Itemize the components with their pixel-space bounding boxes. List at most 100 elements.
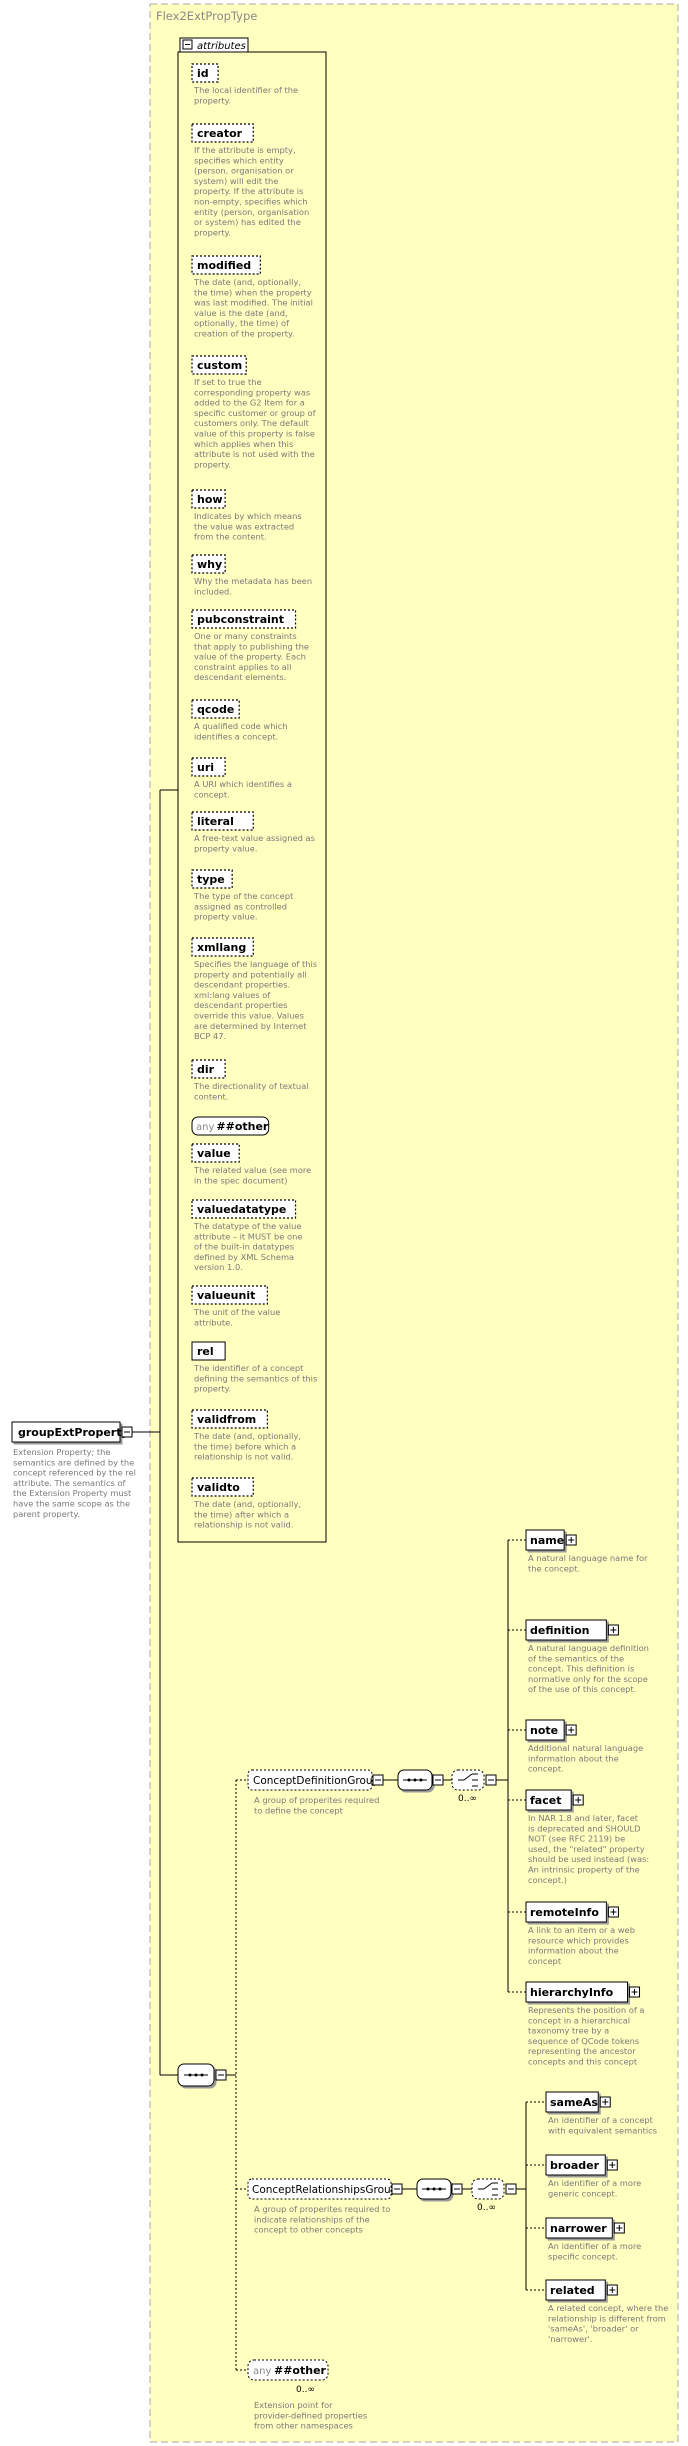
- attribute-label: dir: [197, 1063, 215, 1076]
- expand-icon[interactable]: [391, 2183, 403, 2195]
- element-remoteInfo[interactable]: remoteInfo: [525, 1901, 619, 1923]
- attribute-label: how: [197, 493, 223, 506]
- attribute-value[interactable]: value: [191, 1143, 240, 1163]
- attribute-validto[interactable]: validto: [191, 1477, 254, 1497]
- description-line: content.: [194, 1091, 228, 1101]
- concept-definition-group-label: ConceptDefinitionGroup: [253, 1775, 380, 1787]
- root-element-groupExtProperty[interactable]: groupExtProperty: [11, 1421, 133, 1443]
- attribute-label: xmllang: [197, 941, 246, 954]
- description-line: should be used instead (was:: [528, 1854, 649, 1864]
- crg-choice-compositor[interactable]: 0..∞: [471, 2178, 517, 2213]
- crg-cardinality: 0..∞: [477, 2203, 496, 2213]
- expand-icon[interactable]: [606, 2159, 618, 2171]
- description-line: specific concept.: [548, 2251, 618, 2261]
- description-line: creation of the property.: [194, 329, 294, 339]
- description-line: normative only for the scope: [528, 1674, 648, 1684]
- element-definition[interactable]: definition: [525, 1619, 619, 1641]
- description-line: concept referenced by the rel: [13, 1468, 136, 1478]
- attribute-valueunit[interactable]: valueunit: [191, 1285, 268, 1305]
- any-other-wildcard[interactable]: any ##other 0..∞: [247, 2359, 329, 2395]
- attribute-description: The date (and, optionally,the time) afte…: [193, 1499, 301, 1530]
- description-line: the time) after which a: [194, 1509, 289, 1519]
- concept-relationships-group[interactable]: ConceptRelationshipsGroup: [247, 2178, 403, 2200]
- description-line: concept.: [528, 1764, 564, 1774]
- element-broader[interactable]: broader: [545, 2154, 618, 2176]
- attribute-label: custom: [197, 359, 242, 372]
- description-line: The related value (see more: [193, 1165, 311, 1175]
- attribute-creator[interactable]: creator: [191, 123, 254, 143]
- attribute-label: validto: [197, 1481, 240, 1494]
- description-line: with equivalent semantics: [548, 2125, 657, 2135]
- expand-icon[interactable]: [599, 2096, 611, 2108]
- sequence-connectors: [226, 1779, 248, 2371]
- attribute-other[interactable]: any##other: [191, 1116, 270, 1136]
- concept-definition-group[interactable]: ConceptDefinitionGroup: [247, 1769, 384, 1791]
- expand-icon[interactable]: [607, 1624, 619, 1636]
- expand-icon[interactable]: [607, 1906, 619, 1918]
- attribute-how[interactable]: how: [191, 489, 226, 509]
- element-facet[interactable]: facet: [525, 1789, 584, 1811]
- description-line: descendant properties.: [194, 980, 290, 990]
- description-line: property.: [194, 227, 231, 237]
- attribute-valuedatatype[interactable]: valuedatatype: [191, 1199, 297, 1219]
- element-hierarchyInfo[interactable]: hierarchyInfo: [525, 1981, 641, 2003]
- description-line: property value.: [194, 843, 257, 853]
- description-line: An identifier of a more: [548, 2241, 641, 2251]
- description-line: of the built-in datatypes: [194, 1242, 294, 1252]
- description-line: A free-text value assigned as: [194, 833, 315, 843]
- expand-collapse-icon[interactable]: [121, 1426, 133, 1438]
- attribute-type[interactable]: type: [191, 869, 233, 889]
- expand-icon[interactable]: [372, 1774, 384, 1786]
- description-line: value of this property is false: [194, 429, 315, 439]
- attributes-title: attributes: [197, 41, 246, 52]
- attribute-dir[interactable]: dir: [191, 1059, 226, 1079]
- attribute-why[interactable]: why: [191, 554, 226, 574]
- expand-icon[interactable]: [629, 1986, 641, 1998]
- description-line: relationship is not valid.: [194, 1520, 293, 1530]
- expand-icon[interactable]: [606, 2284, 618, 2296]
- cdg-sequence-compositor[interactable]: [383, 1769, 452, 1791]
- attribute-pubconstraint[interactable]: pubconstraint: [191, 609, 297, 629]
- description-line: property.: [194, 459, 231, 469]
- cdg-choice-compositor[interactable]: 0..∞: [451, 1769, 497, 1804]
- concept-relationships-group-label: ConceptRelationshipsGroup: [252, 2184, 398, 2196]
- attribute-validfrom[interactable]: validfrom: [191, 1409, 268, 1429]
- sequence-compositor[interactable]: [177, 2063, 227, 2087]
- expand-icon[interactable]: [565, 1534, 577, 1546]
- expand-icon[interactable]: [613, 2222, 625, 2234]
- attribute-custom[interactable]: custom: [191, 355, 247, 375]
- description-line: A URI which identifies a: [194, 779, 292, 789]
- crg-child-connectors: [516, 2101, 546, 2291]
- collapse-icon[interactable]: [182, 39, 193, 50]
- description-line: the time) when the property: [194, 287, 312, 297]
- attribute-uri[interactable]: uri: [191, 757, 226, 777]
- attribute-qcode[interactable]: qcode: [191, 699, 240, 719]
- attribute-modified[interactable]: modified: [191, 255, 261, 275]
- element-note[interactable]: note: [525, 1719, 577, 1741]
- description-line: of the semantics of the: [528, 1653, 624, 1663]
- element-related[interactable]: related: [545, 2279, 618, 2301]
- description-line: sequence of QCode tokens: [528, 2036, 639, 2046]
- attribute-label: creator: [197, 127, 243, 140]
- element-sameAs[interactable]: sameAs: [545, 2091, 611, 2113]
- element-name[interactable]: name: [525, 1529, 577, 1551]
- description-line: concept: [528, 1956, 562, 1966]
- expand-icon[interactable]: [565, 1724, 577, 1736]
- element-label: narrower: [550, 2222, 607, 2235]
- attributes-tab[interactable]: [179, 37, 249, 53]
- crg-sequence-compositor[interactable]: [402, 2178, 472, 2200]
- element-narrower[interactable]: narrower: [545, 2217, 625, 2239]
- description-line: attribute – it MUST be one: [194, 1231, 302, 1241]
- attribute-id[interactable]: id: [191, 63, 219, 83]
- expand-icon[interactable]: [572, 1794, 584, 1806]
- attribute-rel[interactable]: rel: [191, 1341, 226, 1361]
- attribute-xmllang[interactable]: xmllang: [191, 937, 254, 957]
- attribute-literal[interactable]: literal: [191, 811, 254, 831]
